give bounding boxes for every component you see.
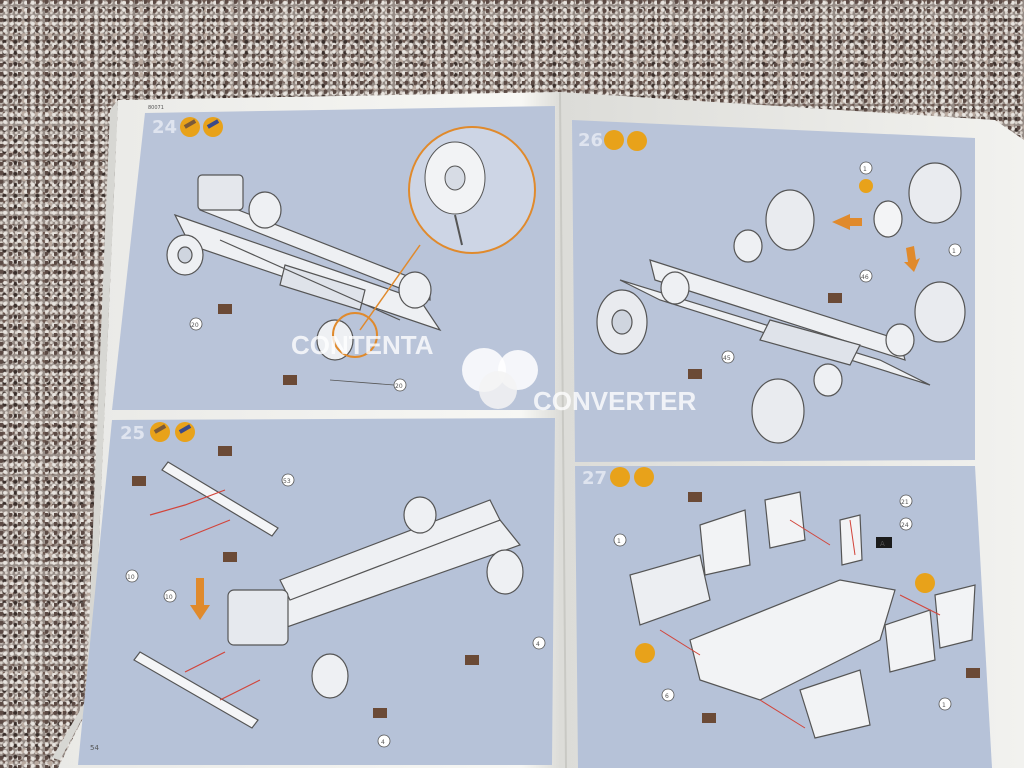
part-label: 4 <box>536 641 540 648</box>
booklet-spine <box>559 91 567 768</box>
part-label: 4 <box>381 739 385 746</box>
page-number: 54 <box>90 744 99 752</box>
part-label: 21 <box>901 499 909 506</box>
step-26-chassis-drawing <box>596 162 966 444</box>
part-label: 6 <box>665 693 669 700</box>
left-arrow-icon <box>832 214 862 230</box>
step-26-panel <box>572 120 975 462</box>
part-label: 1 <box>942 702 946 709</box>
part-label: 1 <box>863 166 867 173</box>
step-26-number: 26 <box>578 130 603 151</box>
step-24-header: 24 <box>152 117 223 138</box>
paint-icon <box>175 422 195 442</box>
part-label: 10 <box>127 574 135 581</box>
glue-icon <box>610 467 630 487</box>
booklet-page-edge <box>52 100 118 760</box>
down-arrow-icon <box>904 246 920 272</box>
step-24-labels: 20 20 <box>189 304 407 392</box>
part-tag <box>283 375 297 385</box>
step-25-header: 25 <box>120 422 195 444</box>
part-label: 53 <box>283 478 291 485</box>
step-27-labels: A 1 21 24 6 1 <box>613 492 980 729</box>
part-label: 10 <box>165 594 173 601</box>
step-27-header: 27 <box>582 467 654 489</box>
step-27-body-drawing <box>629 491 976 739</box>
watermark: CONTENTA CONVERTER <box>291 330 696 416</box>
glue-icon <box>604 130 624 150</box>
part-tag <box>218 304 232 314</box>
booklet-header-code: 80071 <box>148 105 164 111</box>
down-arrow-icon <box>190 578 210 620</box>
paint-icon <box>627 131 647 151</box>
step-27-number: 27 <box>582 468 607 489</box>
glue-icon <box>180 117 200 137</box>
step-25-chassis-drawing <box>133 461 524 729</box>
part-label: 1 <box>617 538 621 545</box>
paint-icon <box>203 117 223 137</box>
part-label: 1 <box>952 248 956 255</box>
part-label: 20 <box>395 383 403 390</box>
step-24-number: 24 <box>152 117 177 138</box>
watermark-line-2: CONVERTER <box>533 386 696 416</box>
step-24-detail-callout <box>332 126 536 358</box>
part-label: 46 <box>861 274 869 281</box>
step-26-header: 26 <box>578 130 647 151</box>
step-24-chassis-drawing <box>166 174 442 361</box>
part-tag-dark <box>876 537 892 548</box>
step-25-labels: 53 10 10 4 4 <box>125 446 546 748</box>
paint-icon <box>634 467 654 487</box>
step-26-labels: 1 46 45 1 <box>688 161 962 379</box>
part-label: 20 <box>191 322 199 329</box>
watermark-line-1: CONTENTA <box>291 330 434 360</box>
part-label: A <box>880 540 885 548</box>
part-label: 45 <box>723 355 731 362</box>
step-25-number: 25 <box>120 423 145 444</box>
glue-icon <box>150 422 170 442</box>
part-label: 24 <box>901 522 909 529</box>
